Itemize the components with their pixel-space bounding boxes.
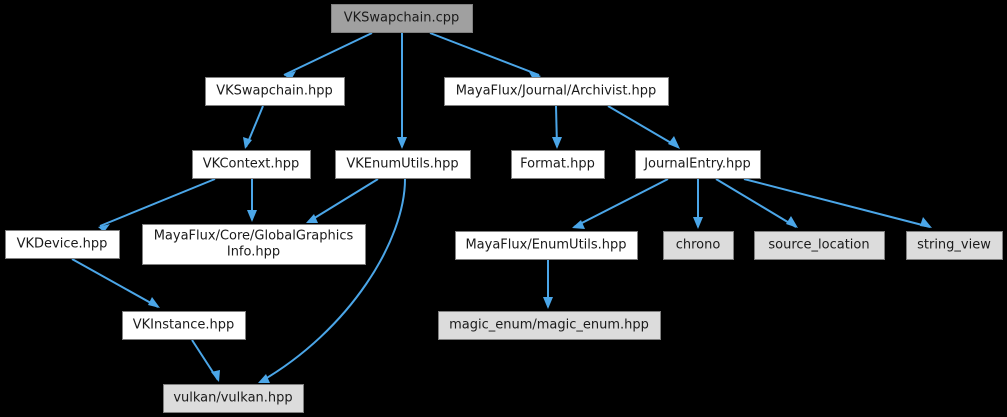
node-label: Format.hpp	[520, 157, 595, 172]
edge-journalentry_hpp-to-string_view	[743, 178, 932, 228]
node-box[interactable]	[331, 4, 473, 33]
node-box[interactable]	[906, 231, 1003, 260]
arrowhead-icon	[258, 374, 270, 383]
arrowhead-icon	[920, 217, 932, 228]
edge-vkinstance_hpp-to-vulkan_hpp	[191, 339, 220, 382]
edge-vkswapchain_cpp-to-vkswapchain_hpp	[283, 32, 373, 80]
node-vkinstance_hpp[interactable]: VKInstance.hpp	[122, 311, 246, 340]
edge-vkenumutils_hpp-to-vulkan_hpp	[258, 178, 406, 383]
arrowhead-icon	[284, 71, 296, 80]
edge-vkcontext_hpp-to-vkdevice_hpp	[98, 178, 216, 232]
arrowhead-icon	[529, 72, 541, 81]
node-label: VKSwapchain.cpp	[344, 11, 460, 26]
node-label: string_view	[917, 238, 991, 253]
edge-line	[573, 178, 669, 228]
node-label: VKEnumUtils.hpp	[346, 157, 458, 172]
node-archivist_hpp[interactable]: MayaFlux/Journal/Archivist.hpp	[444, 77, 669, 106]
edge-line	[429, 32, 540, 76]
arrowhead-icon	[211, 370, 220, 382]
node-box[interactable]	[663, 231, 734, 260]
node-label: source_location	[768, 238, 869, 253]
node-box[interactable]	[754, 231, 885, 260]
edge-line	[283, 32, 373, 76]
node-vkcontext_hpp[interactable]: VKContext.hpp	[192, 150, 311, 179]
arrowhead-icon	[247, 210, 257, 222]
edge-journalentry_hpp-to-chrono	[693, 179, 703, 229]
arrowhead-icon	[786, 216, 798, 228]
node-label: JournalEntry.hpp	[643, 157, 751, 172]
node-vulkan_hpp[interactable]: vulkan/vulkan.hpp	[163, 384, 304, 413]
edge-line	[743, 178, 931, 228]
node-label: MayaFlux/Journal/Archivist.hpp	[456, 84, 657, 99]
arrowhead-icon	[306, 214, 318, 223]
edge-vkcontext_hpp-to-globalgraphicsinfo_hpp	[247, 179, 257, 222]
edge-line	[607, 105, 679, 148]
node-box[interactable]	[163, 384, 304, 413]
node-label: vulkan/vulkan.hpp	[173, 391, 292, 406]
arrowhead-icon	[552, 137, 562, 149]
node-box[interactable]	[205, 77, 345, 106]
node-box[interactable]	[335, 150, 471, 179]
arrowhead-icon	[397, 137, 407, 149]
arrowhead-icon	[243, 137, 252, 149]
node-vkswapchain_hpp[interactable]: VKSwapchain.hpp	[205, 77, 345, 106]
edge-line	[715, 178, 797, 228]
node-label: MayaFlux/EnumUtils.hpp	[465, 238, 626, 253]
edge-archivist_hpp-to-format_hpp	[552, 105, 562, 149]
node-box[interactable]	[455, 231, 638, 260]
node-box[interactable]	[5, 230, 120, 259]
node-vkenumutils_hpp[interactable]: VKEnumUtils.hpp	[335, 150, 471, 179]
edges-layer	[71, 32, 932, 383]
node-chrono[interactable]: chrono	[663, 231, 734, 260]
arrowhead-icon	[693, 217, 703, 229]
edge-line	[259, 178, 406, 383]
edge-enumutils_hpp-to-magic_enum_hpp	[543, 260, 553, 309]
node-box[interactable]	[192, 150, 311, 179]
node-vkswapchain_cpp[interactable]: VKSwapchain.cpp	[331, 4, 473, 33]
node-label: VKContext.hpp	[203, 157, 300, 172]
node-box[interactable]	[511, 150, 605, 179]
edge-journalentry_hpp-to-source_location	[715, 178, 798, 228]
node-label: magic_enum/magic_enum.hpp	[449, 318, 649, 333]
node-journalentry_hpp[interactable]: JournalEntry.hpp	[635, 150, 761, 179]
node-box[interactable]	[122, 311, 246, 340]
edge-line	[71, 258, 159, 308]
edge-vkswapchain_cpp-to-vkenumutils_hpp	[397, 33, 407, 149]
arrowhead-icon	[543, 297, 553, 309]
node-label: MayaFlux/Core/GlobalGraphics	[154, 229, 354, 244]
edge-line	[99, 178, 216, 227]
edge-archivist_hpp-to-journalentry_hpp	[607, 105, 680, 149]
node-vkdevice_hpp[interactable]: VKDevice.hpp	[5, 230, 120, 259]
edge-journalentry_hpp-to-enumutils_hpp	[572, 178, 669, 229]
edge-vkenumutils_hpp-to-globalgraphicsinfo_hpp	[306, 178, 379, 223]
edge-line	[307, 178, 379, 223]
node-label: chrono	[676, 238, 721, 253]
node-label: VKDevice.hpp	[17, 237, 108, 252]
node-source_location[interactable]: source_location	[754, 231, 885, 260]
edge-vkswapchain_cpp-to-archivist_hpp	[429, 32, 541, 81]
edge-vkdevice_hpp-to-vkinstance_hpp	[71, 258, 160, 308]
node-box[interactable]	[438, 311, 661, 340]
node-box[interactable]	[444, 77, 669, 106]
node-enumutils_hpp[interactable]: MayaFlux/EnumUtils.hpp	[455, 231, 638, 260]
node-label: VKInstance.hpp	[133, 318, 235, 333]
arrowhead-icon	[668, 136, 680, 149]
node-string_view[interactable]: string_view	[906, 231, 1003, 260]
arrowhead-icon	[148, 297, 160, 308]
arrowhead-icon	[572, 220, 585, 229]
edge-vkswapchain_hpp-to-vkcontext_hpp	[243, 105, 264, 149]
node-box[interactable]	[142, 224, 366, 265]
arrowhead-icon	[98, 224, 110, 232]
node-box[interactable]	[635, 150, 761, 179]
node-format_hpp[interactable]: Format.hpp	[511, 150, 605, 179]
node-label: VKSwapchain.hpp	[216, 84, 333, 99]
node-label: Info.hpp	[227, 245, 280, 260]
node-magic_enum_hpp[interactable]: magic_enum/magic_enum.hpp	[438, 311, 661, 340]
